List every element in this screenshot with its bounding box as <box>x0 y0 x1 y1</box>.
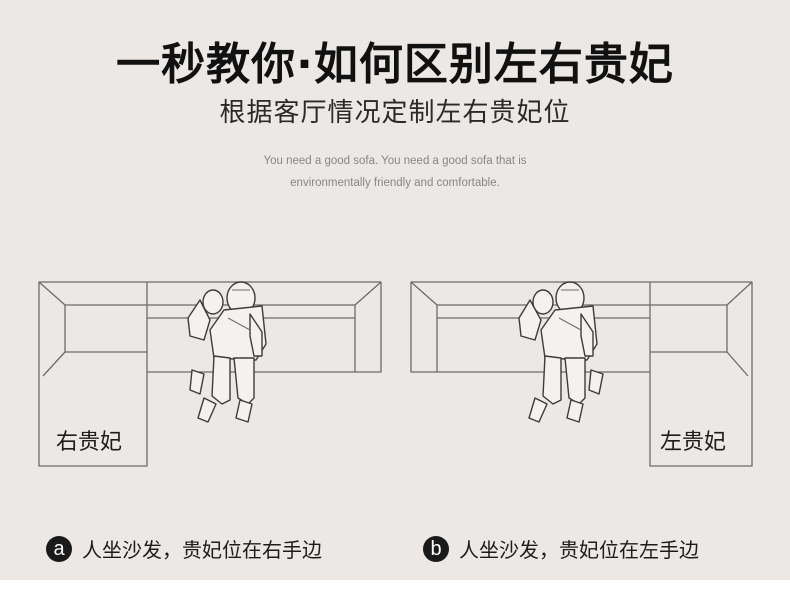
caption-b-text: 人坐沙发，贵妃位在左手边 <box>459 538 699 562</box>
right-chaise-label: 右贵妃 <box>56 430 123 455</box>
caption-a: a 人坐沙发，贵妃位在右手边 <box>46 534 322 563</box>
description: You need a good sofa. You need a good so… <box>195 150 595 194</box>
sofa-diagram-right-chaise <box>38 281 382 467</box>
person-figure-icon <box>187 281 267 423</box>
description-line-1: You need a good sofa. You need a good so… <box>263 155 527 167</box>
badge-b: b <box>423 535 449 562</box>
left-chaise-label: 左贵妃 <box>660 430 727 455</box>
person-figure-icon <box>518 281 604 423</box>
badge-a: a <box>46 535 72 562</box>
page-subtitle: 根据客厅情况定制左右贵妃位 <box>219 98 571 128</box>
caption-b: b 人坐沙发，贵妃位在左手边 <box>423 534 699 563</box>
caption-a-text: 人坐沙发，贵妃位在右手边 <box>82 538 322 562</box>
description-line-2: environmentally friendly and comfortable… <box>290 177 500 189</box>
sofa-diagram-left-chaise <box>410 281 753 467</box>
page-title: 一秒教你·如何区别左右贵妃 <box>116 39 674 90</box>
bottom-divider <box>0 580 790 589</box>
